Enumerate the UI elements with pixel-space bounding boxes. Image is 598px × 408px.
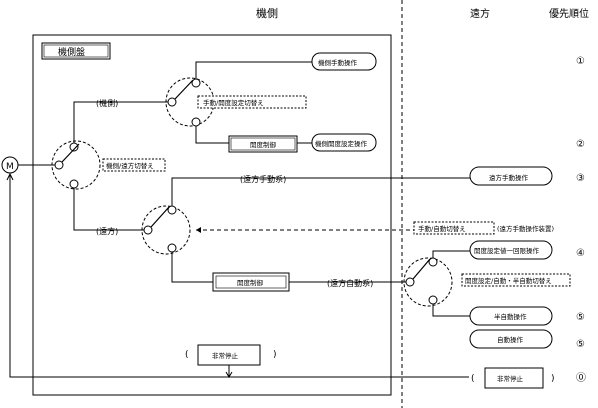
panel-title-box-outer <box>41 42 111 60</box>
emergency-remote-paren-open: ( <box>471 374 475 384</box>
branch-remote-label: (遠方) <box>96 226 118 236</box>
branch-remote-auto-label: (遠方自動系) <box>327 278 373 288</box>
local-panel-frame <box>32 34 392 396</box>
switch-local-remote-contact-bottom <box>69 179 79 189</box>
branch-local-label: (機側) <box>96 98 118 108</box>
semiauto-op-box <box>469 306 553 326</box>
remote-manual-device-label: (遠方手動操作装置) <box>497 224 554 233</box>
auto-op-label: 自動操作 <box>497 335 524 344</box>
opening-control-remote-label: 開度制御 <box>237 278 264 287</box>
switch-manual-auto-label-box <box>413 221 495 235</box>
emergency-feedback-wire <box>9 175 469 378</box>
priority-mark-2: ② <box>576 139 585 150</box>
priority-mark-3: ③ <box>576 173 585 184</box>
opening-control-local-outer <box>228 135 298 153</box>
emergency-local-paren-close: ) <box>273 350 277 360</box>
local-manual-op-box <box>311 52 377 71</box>
emergency-local-label: 非常停止 <box>212 351 239 360</box>
opening-once-wire <box>432 250 470 258</box>
switch-local-remote-housing <box>51 140 101 190</box>
switch-manual-opening-label: 手動/開度設定切替え <box>203 98 264 107</box>
switch-local-remote-label-box <box>102 158 166 172</box>
switch-manual-auto-pivot <box>143 225 153 235</box>
panel-title-box-inner <box>43 44 109 58</box>
opening-once-op-box <box>469 240 553 260</box>
opening-once-op-label: 開度設定値一回限操作 <box>474 246 540 255</box>
opening-control-local-label: 開度制御 <box>250 140 277 149</box>
switch-local-remote-pivot <box>54 160 64 170</box>
emergency-local-paren-open: ( <box>185 350 189 360</box>
local-opening-op-label: 機側開度設定操作 <box>315 139 368 148</box>
remote-auto-wire <box>171 252 213 283</box>
semiauto-op-label: 半自動操作 <box>494 312 527 321</box>
opening-control-remote-inner <box>215 275 287 289</box>
local-opening-wire <box>195 126 229 144</box>
priority-mark-5a: ⑤ <box>576 312 585 323</box>
priority-mark-5b: ⑤ <box>576 339 585 350</box>
motor-label: M <box>6 162 14 172</box>
header-local: 機側 <box>256 6 278 20</box>
emergency-remote-paren-close: ) <box>551 374 555 384</box>
panel-title: 機側盤 <box>58 46 85 58</box>
emergency-remote-box <box>484 367 544 389</box>
switch-opening-semiauto-housing <box>403 257 453 307</box>
switch-manual-auto-blade <box>150 206 170 228</box>
switch-opening-semiauto-contact-bottom <box>428 295 438 305</box>
switch-manual-auto-housing <box>141 205 191 255</box>
opening-control-local-inner <box>230 137 296 151</box>
header-priority: 優先順位 <box>549 7 589 20</box>
switch-local-remote-label: 機側/遠方切替え <box>106 161 154 170</box>
switch-opening-semiauto-pivot <box>405 277 415 287</box>
switch-manual-auto-contact-bottom <box>167 243 177 253</box>
remote-manual-op-box <box>469 166 553 186</box>
manual-auto-link-arrow <box>196 227 201 233</box>
local-branch-wire <box>73 101 164 143</box>
semiauto-wire <box>432 304 470 317</box>
switch-opening-semiauto-blade <box>412 258 431 280</box>
auto-op-box <box>469 329 553 349</box>
local-manual-op-label: 機側手動操作 <box>318 58 358 67</box>
remote-manual-wire <box>171 177 470 206</box>
switch-manual-opening-label-box <box>197 95 307 109</box>
remote-branch-wire <box>73 188 140 231</box>
branch-remote-manual-label: (遠方手動系) <box>240 174 286 184</box>
switch-manual-opening-blade <box>174 79 194 100</box>
header-remote: 遠方 <box>470 7 490 20</box>
priority-mark-1: ① <box>576 56 585 67</box>
emergency-remote-label: 非常停止 <box>497 374 524 383</box>
local-manual-wire <box>195 61 312 79</box>
local-opening-op-box <box>311 133 377 152</box>
switch-manual-opening-contact-bottom <box>191 117 201 127</box>
switch-local-remote-blade <box>61 143 80 163</box>
priority-mark-0: ⓪ <box>576 372 586 384</box>
priority-mark-4: ④ <box>576 248 585 259</box>
switch-opening-semiauto-label: 開度設定/自動・半自動切替え <box>465 276 552 285</box>
switch-manual-auto-label: 手動/自動切替え <box>418 224 466 233</box>
emergency-feedback-arrow <box>6 172 14 181</box>
switch-manual-opening-pivot <box>167 97 177 107</box>
switch-opening-semiauto-label-box <box>461 273 571 287</box>
remote-manual-op-label: 遠方手動操作 <box>489 173 529 182</box>
